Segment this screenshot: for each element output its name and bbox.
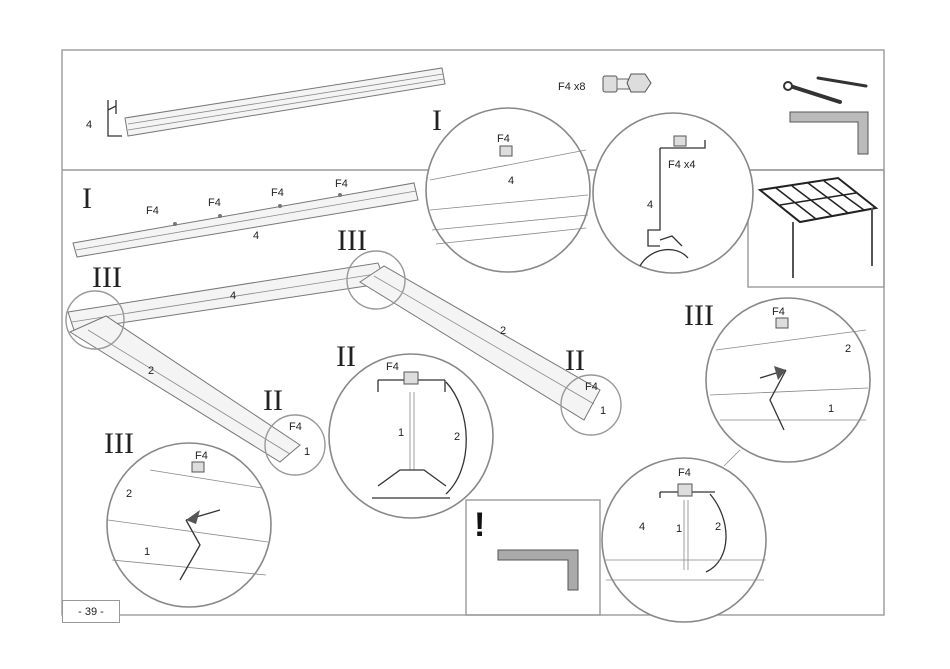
right-rafter-part: 2 [500,325,506,337]
end-right-part: 1 [600,405,606,417]
detail-bottom-right-profile [604,483,766,581]
detail-iii-right-f4: F4 [772,306,785,318]
joint-circle-right [346,250,406,310]
detail-iii-left-label: III [104,427,134,460]
pergola-icon [757,176,879,278]
wrench-icon [783,76,868,104]
step-i-f4-b: F4 [208,197,221,209]
left-rafter-part: 2 [148,365,154,377]
detail-circle-ii [328,353,494,519]
right-rafter-2 [359,265,601,421]
detail-circle-iii-right [705,297,871,463]
pergola-box [747,169,885,288]
detail-iii-right-part1: 1 [828,403,834,415]
detail-iii-left-joint [107,461,269,581]
detail-iii-left-part2: 2 [126,488,132,500]
detail-ii-part2: 2 [454,431,460,443]
step-i-f4-c: F4 [271,187,284,199]
main-rail-part: 4 [230,290,236,302]
step-iii-label-top: III [337,224,367,257]
detail-bottom-right-f4: F4 [678,467,691,479]
end-circle-right [560,374,622,436]
detail-i-rail [429,145,589,245]
detail-i-part: 4 [508,175,514,187]
detail-iii-right-part2: 2 [845,343,851,355]
detail-i-profile-part: 4 [647,199,653,211]
step-i-label: I [82,182,92,215]
detail-ii-f4: F4 [386,361,399,373]
detail-iii-left-part1: 1 [144,546,150,558]
detail-i-profile-bolts: F4 x4 [668,159,696,171]
joint-circle-left [65,290,125,350]
detail-bottom-right-part4: 4 [639,521,645,533]
step-i-f4-d: F4 [335,178,348,190]
left-rafter-2 [68,315,301,463]
step-iii-label-left: III [92,261,122,294]
detail-bottom-right-part1: 1 [676,523,682,535]
warning-ruler-icon [497,549,579,591]
detail-i-f4: F4 [497,133,510,145]
detail-circle-i-profile [592,112,754,274]
end-circle-left [264,414,326,476]
detail-iii-right-joint [709,317,869,431]
step-i-f4-a: F4 [146,205,159,217]
step-ii-label-right: II [565,344,585,377]
top-rail-label: 4 [86,119,92,131]
step-i-part-label: 4 [253,230,259,242]
page-number: - 39 - [62,600,120,623]
detail-connector [723,449,741,467]
detail-bottom-right-part2: 2 [715,521,721,533]
step-i-rail [72,182,419,258]
detail-ii-part1: 1 [398,427,404,439]
detail-i-label: I [432,104,442,137]
detail-circle-i [425,107,591,273]
warning-mark: ! [474,506,485,544]
end-left-part: 1 [304,446,310,458]
detail-iii-right-label: III [684,299,714,332]
warning-box [465,499,601,616]
end-left-f4: F4 [289,421,302,433]
bolt-nut-icon [602,73,652,93]
end-right-f4: F4 [585,381,598,393]
detail-iii-left-f4: F4 [195,450,208,462]
detail-ii-label: II [336,340,356,373]
square-ruler-icon [789,111,869,155]
bolt-count-label: F4 x8 [558,81,586,93]
step-ii-label-left: II [263,384,283,417]
top-rail-drawing: 4 [86,67,446,137]
detail-i-profile [639,135,706,267]
detail-ii-profile [372,371,467,499]
